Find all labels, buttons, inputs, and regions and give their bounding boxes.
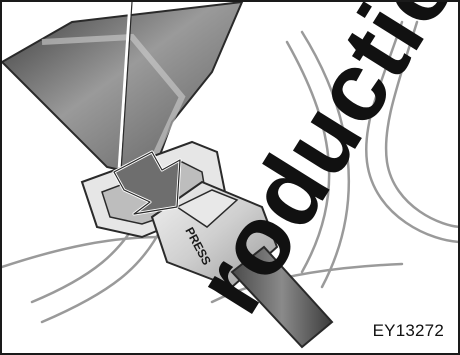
figure-id-label: EY13272: [373, 321, 444, 341]
buckle-strap: [232, 247, 332, 347]
